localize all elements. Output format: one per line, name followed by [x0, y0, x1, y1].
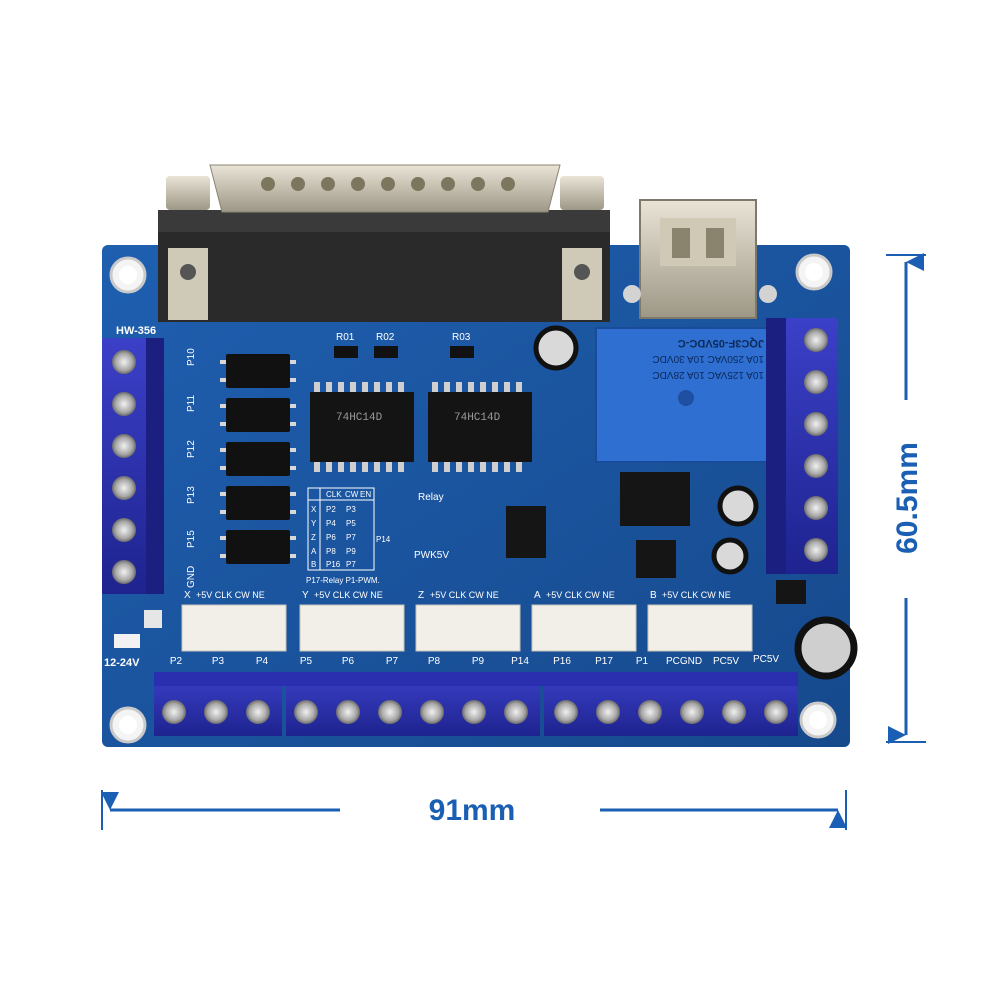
- resistor-label-r02: R02: [376, 332, 395, 343]
- svg-text:P8: P8: [428, 656, 441, 667]
- svg-text:P2: P2: [170, 656, 183, 667]
- board-model-label: HW-356: [116, 325, 156, 337]
- svg-text:P15: P15: [186, 530, 197, 548]
- svg-text:10A 250VAC 10A 30VDC: 10A 250VAC 10A 30VDC: [652, 353, 764, 364]
- svg-text:PC5V: PC5V: [753, 654, 779, 665]
- svg-text:PC5V: PC5V: [713, 656, 739, 667]
- mounting-holes: [109, 253, 837, 744]
- logic-chips: [310, 382, 532, 472]
- svg-text:P17: P17: [595, 656, 613, 667]
- svg-text:Y: Y: [302, 590, 309, 601]
- svg-text:+5V CLK CW NE: +5V CLK CW NE: [662, 590, 731, 600]
- svg-text:B: B: [650, 590, 657, 601]
- svg-text:P7: P7: [346, 560, 356, 569]
- regulators: [506, 472, 806, 604]
- width-dimension-label: 91mm: [429, 794, 516, 827]
- svg-text:A: A: [311, 547, 317, 556]
- resistor-label-r01: R01: [336, 332, 355, 343]
- svg-text:X: X: [311, 505, 317, 514]
- pin-table: CLK CW EN X P2 P3 Y P4 P5 Z P6 P7 A P8 P…: [306, 487, 391, 585]
- opto-pins: [220, 360, 296, 558]
- db25-connector: [158, 164, 610, 322]
- capacitors: [533, 325, 858, 680]
- svg-text:+5V CLK CW NE: +5V CLK CW NE: [430, 590, 499, 600]
- height-dimension: [886, 253, 926, 744]
- height-dimension-label: 60.5mm: [891, 442, 924, 554]
- power-led: [114, 610, 162, 648]
- svg-text:Z: Z: [311, 533, 316, 542]
- width-dimension: [101, 790, 847, 830]
- svg-text:CLK: CLK: [326, 490, 342, 499]
- axis-labels: X +5V CLK CW NE Y +5V CLK CW NE Z +5V CL…: [184, 590, 731, 601]
- bottom-terminal-blocks: [154, 672, 798, 736]
- svg-text:P6: P6: [326, 533, 336, 542]
- svg-text:P2: P2: [326, 505, 336, 514]
- left-terminal-block: [102, 338, 164, 594]
- svg-text:GND: GND: [186, 566, 197, 588]
- svg-text:+5V CLK CW NE: +5V CLK CW NE: [546, 590, 615, 600]
- svg-text:P16: P16: [553, 656, 571, 667]
- svg-text:P10: P10: [186, 348, 197, 366]
- svg-text:+5V CLK CW NE: +5V CLK CW NE: [314, 590, 383, 600]
- svg-text:P4: P4: [326, 519, 336, 528]
- chip-label-2: 74HC14D: [454, 412, 501, 424]
- svg-text:P7: P7: [346, 533, 356, 542]
- svg-text:P14: P14: [511, 656, 529, 667]
- svg-text:CW: CW: [345, 490, 359, 499]
- svg-text:EN: EN: [360, 490, 371, 499]
- svg-text:P16: P16: [326, 560, 341, 569]
- svg-text:Z: Z: [418, 590, 424, 601]
- svg-text:P4: P4: [256, 656, 269, 667]
- optocouplers: [226, 354, 290, 564]
- svg-text:P3: P3: [346, 505, 356, 514]
- svg-text:B: B: [311, 560, 316, 569]
- svg-text:P5: P5: [346, 519, 356, 528]
- left-pin-labels: P10 P11 P12 P13 P15 GND: [186, 348, 197, 588]
- svg-text:JQC3F-05VDC-C: JQC3F-05VDC-C: [678, 337, 764, 349]
- svg-text:P6: P6: [342, 656, 355, 667]
- svg-text:P13: P13: [186, 486, 197, 504]
- svg-text:10A 125VAC 10A 28VDC: 10A 125VAC 10A 28VDC: [652, 369, 764, 380]
- usb-connector: [623, 199, 777, 319]
- svg-text:P14: P14: [376, 535, 391, 544]
- svg-text:P5: P5: [300, 656, 313, 667]
- svg-text:P7: P7: [386, 656, 399, 667]
- relay-label: Relay: [418, 492, 444, 503]
- svg-text:P11: P11: [186, 395, 197, 412]
- svg-text:P3: P3: [212, 656, 225, 667]
- svg-text:A: A: [534, 590, 541, 601]
- svg-text:+5V CLK CW NE: +5V CLK CW NE: [196, 590, 265, 600]
- svg-text:P1: P1: [636, 656, 649, 667]
- svg-text:P12: P12: [186, 440, 197, 458]
- svg-text:P9: P9: [346, 547, 356, 556]
- resistor-label-r03: R03: [452, 332, 471, 343]
- svg-text:P8: P8: [326, 547, 336, 556]
- svg-text:P9: P9: [472, 656, 485, 667]
- bottom-pin-labels: P2 P3 P4 P5 P6 P7 P8 P9 P14 P16 P17 P1 P…: [170, 654, 780, 667]
- svg-text:P17-Relay P1-PWM.: P17-Relay P1-PWM.: [306, 576, 380, 585]
- relay: JQC3F-05VDC-C 10A 250VAC 10A 30VDC 10A 1…: [595, 327, 773, 463]
- svg-text:PCGND: PCGND: [666, 656, 702, 667]
- svg-text:Y: Y: [311, 519, 317, 528]
- chip-label-1: 74HC14D: [336, 412, 383, 424]
- pwm-label: PWK5V: [414, 550, 449, 561]
- svg-text:X: X: [184, 590, 191, 601]
- right-terminal-block: [766, 318, 838, 574]
- resistor-networks: [334, 346, 474, 358]
- axis-connectors: [181, 604, 753, 652]
- power-label: 12-24V: [104, 657, 140, 669]
